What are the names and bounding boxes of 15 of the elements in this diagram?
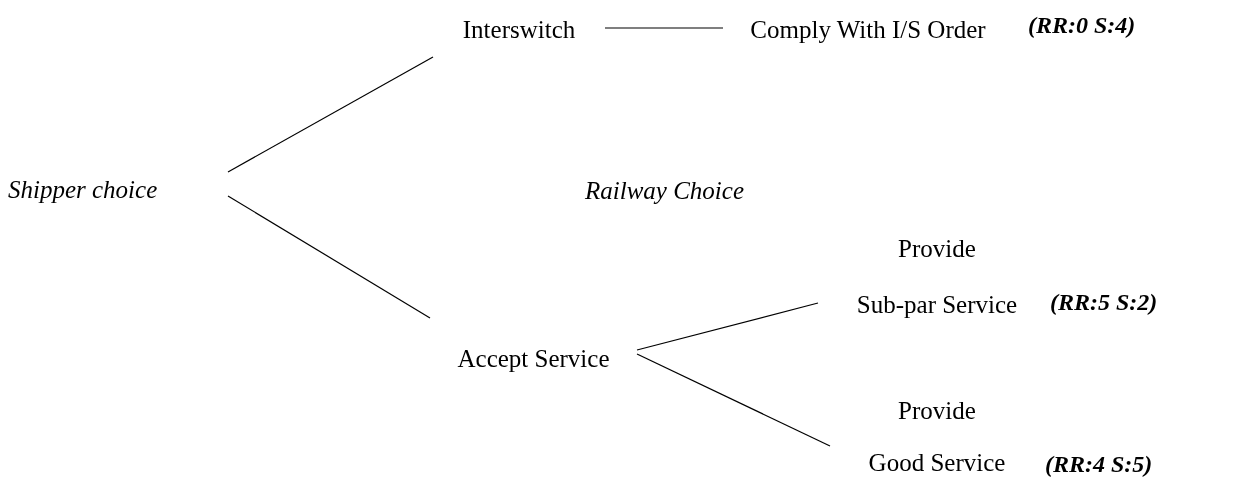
connector-line — [604, 27, 724, 29]
stage-label: Railway Choice — [585, 177, 744, 205]
choice-label: Accept Service — [457, 345, 610, 373]
connector-line — [636, 353, 831, 447]
choice-label: Comply With I/S Order — [750, 16, 986, 44]
connector-line — [636, 302, 819, 351]
connector-line — [227, 56, 434, 173]
player-label: Shipper choice — [8, 176, 158, 204]
payoff-label: (RR:0 S:4) — [1028, 12, 1136, 39]
payoff-label: (RR:4 S:5) — [1045, 451, 1153, 478]
choice-label: Provide Good Service — [868, 396, 1006, 478]
choice-label: Interswitch — [462, 16, 576, 44]
connector-line — [227, 195, 431, 319]
payoff-label: (RR:5 S:2) — [1050, 289, 1158, 316]
choice-label: Provide Sub-par Service — [856, 234, 1018, 320]
